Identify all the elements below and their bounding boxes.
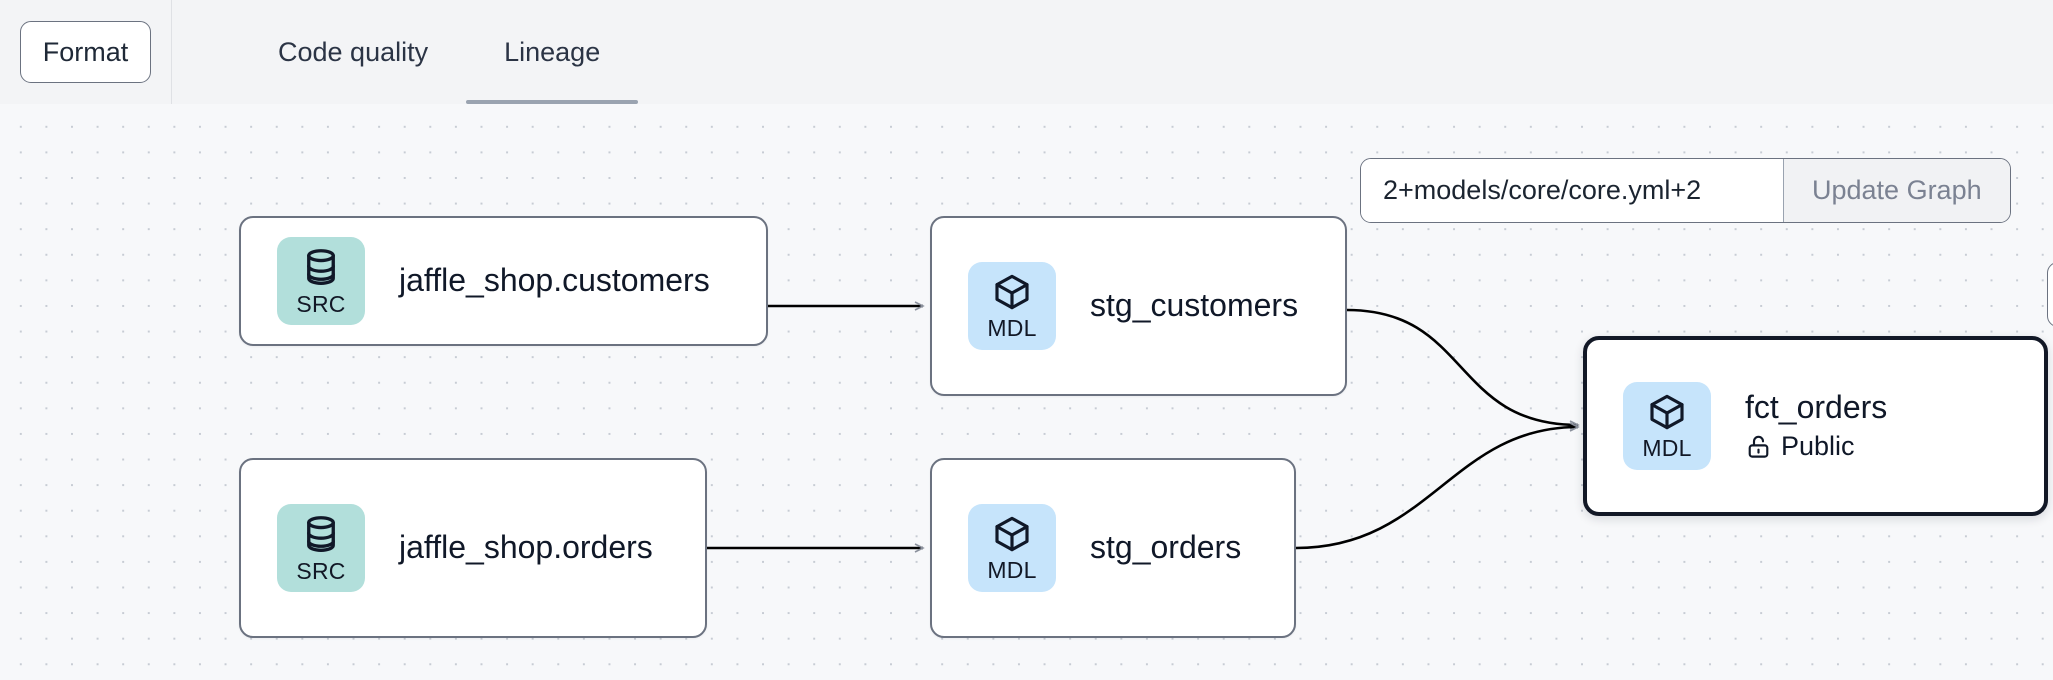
edge-stg-customers-to-fct-orders xyxy=(1346,308,1580,430)
lineage-node-jaffle-shop-customers[interactable]: SRC jaffle_shop.customers xyxy=(239,216,768,346)
node-badge-label: MDL xyxy=(987,315,1037,341)
node-badge-label: MDL xyxy=(987,557,1037,583)
lineage-node-stg-orders[interactable]: MDL stg_orders xyxy=(930,458,1296,638)
node-body: stg_orders xyxy=(1090,529,1242,566)
node-body: stg_customers xyxy=(1090,287,1299,324)
node-badge-src: SRC xyxy=(277,504,365,592)
cube-icon xyxy=(1650,394,1684,430)
node-badge-label: SRC xyxy=(296,558,346,584)
tab-lineage[interactable]: Lineage xyxy=(466,0,639,104)
dbt-selector-control[interactable]: Update Graph xyxy=(1360,158,2011,223)
node-title: fct_orders xyxy=(1745,388,1888,425)
node-badge-label: SRC xyxy=(296,291,346,317)
editor-toolbar: Format Code quality Lineage xyxy=(0,0,2053,104)
lineage-canvas[interactable]: SRC jaffle_shop.customers SRC jaffle_sho… xyxy=(0,104,2053,680)
lineage-node-fct-orders[interactable]: MDL fct_orders Public xyxy=(1583,336,2048,516)
node-badge-src: SRC xyxy=(277,237,365,325)
node-access-badge: Public xyxy=(1745,431,1887,462)
database-icon xyxy=(307,249,335,285)
node-title: stg_orders xyxy=(1090,529,1242,566)
tab-code-quality[interactable]: Code quality xyxy=(278,36,429,67)
tab-bar: Code quality Lineage xyxy=(172,0,639,104)
node-badge-label: MDL xyxy=(1642,435,1692,461)
format-button[interactable]: Format xyxy=(20,21,151,83)
lineage-node-stg-customers[interactable]: MDL stg_customers xyxy=(930,216,1347,396)
unlock-icon xyxy=(1748,436,1769,459)
node-title: jaffle_shop.orders xyxy=(399,529,653,566)
node-title: jaffle_shop.customers xyxy=(399,262,710,299)
cube-icon xyxy=(995,516,1029,552)
lineage-node-jaffle-shop-orders[interactable]: SRC jaffle_shop.orders xyxy=(239,458,707,638)
node-body: jaffle_shop.customers xyxy=(399,262,710,299)
node-badge-mdl: MDL xyxy=(968,262,1056,350)
overflow-control-panel[interactable] xyxy=(2047,262,2053,327)
node-body: fct_orders Public xyxy=(1745,388,1888,463)
edge-stg-orders-to-fct-orders xyxy=(1295,422,1580,550)
database-icon xyxy=(307,516,335,552)
node-badge-mdl: MDL xyxy=(1623,382,1711,470)
dbt-selector-input[interactable] xyxy=(1361,159,1783,222)
cube-icon xyxy=(995,274,1029,310)
format-button-zone: Format xyxy=(0,0,172,104)
update-graph-button[interactable]: Update Graph xyxy=(1783,159,2010,222)
node-badge-mdl: MDL xyxy=(968,504,1056,592)
node-access-label: Public xyxy=(1781,431,1855,462)
node-title: stg_customers xyxy=(1090,287,1299,324)
node-body: jaffle_shop.orders xyxy=(399,529,653,566)
